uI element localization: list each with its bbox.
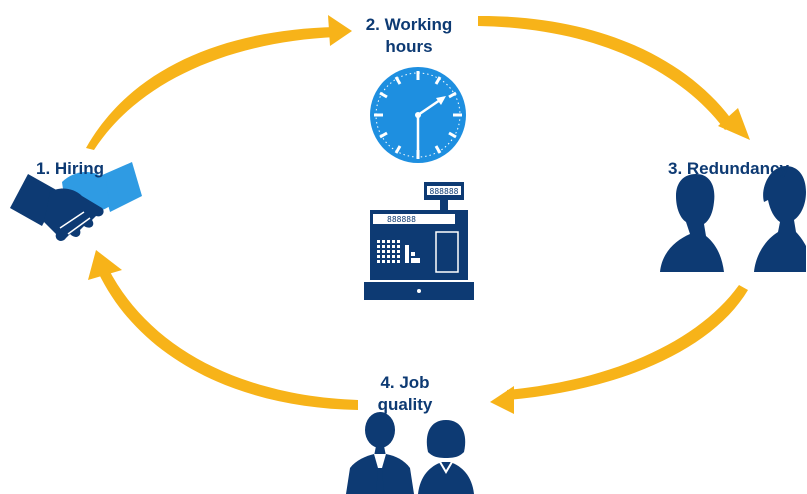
clock-icon bbox=[370, 67, 466, 163]
label-working-hours: 2. Working hours bbox=[350, 14, 468, 58]
cycle-arrows bbox=[86, 15, 750, 414]
label-job-quality: 4. Job quality bbox=[360, 372, 450, 416]
label-job-quality-line1: 4. Job bbox=[380, 373, 430, 392]
label-working-hours-line2: hours bbox=[385, 37, 433, 56]
label-hiring: 1. Hiring bbox=[36, 159, 105, 178]
arrow-hiring-to-working-hours bbox=[86, 15, 352, 150]
label-working-hours-line1: 2. Working bbox=[365, 15, 453, 34]
handshake-icon bbox=[10, 162, 142, 241]
register-display-top: 888888 bbox=[430, 187, 459, 196]
two-men-icon bbox=[660, 166, 806, 272]
cash-register-icon: 888888 888888 bbox=[364, 182, 474, 300]
register-display-front: 888888 bbox=[387, 215, 416, 224]
arrow-working-hours-to-redundancy bbox=[478, 15, 750, 140]
man-woman-icon bbox=[346, 412, 474, 494]
label-job-quality-line2: quality bbox=[377, 395, 433, 414]
arrow-redundancy-to-job-quality bbox=[490, 285, 748, 414]
label-redundancy: 3. Redundancy bbox=[668, 159, 789, 178]
arrow-job-quality-to-hiring bbox=[88, 250, 358, 410]
